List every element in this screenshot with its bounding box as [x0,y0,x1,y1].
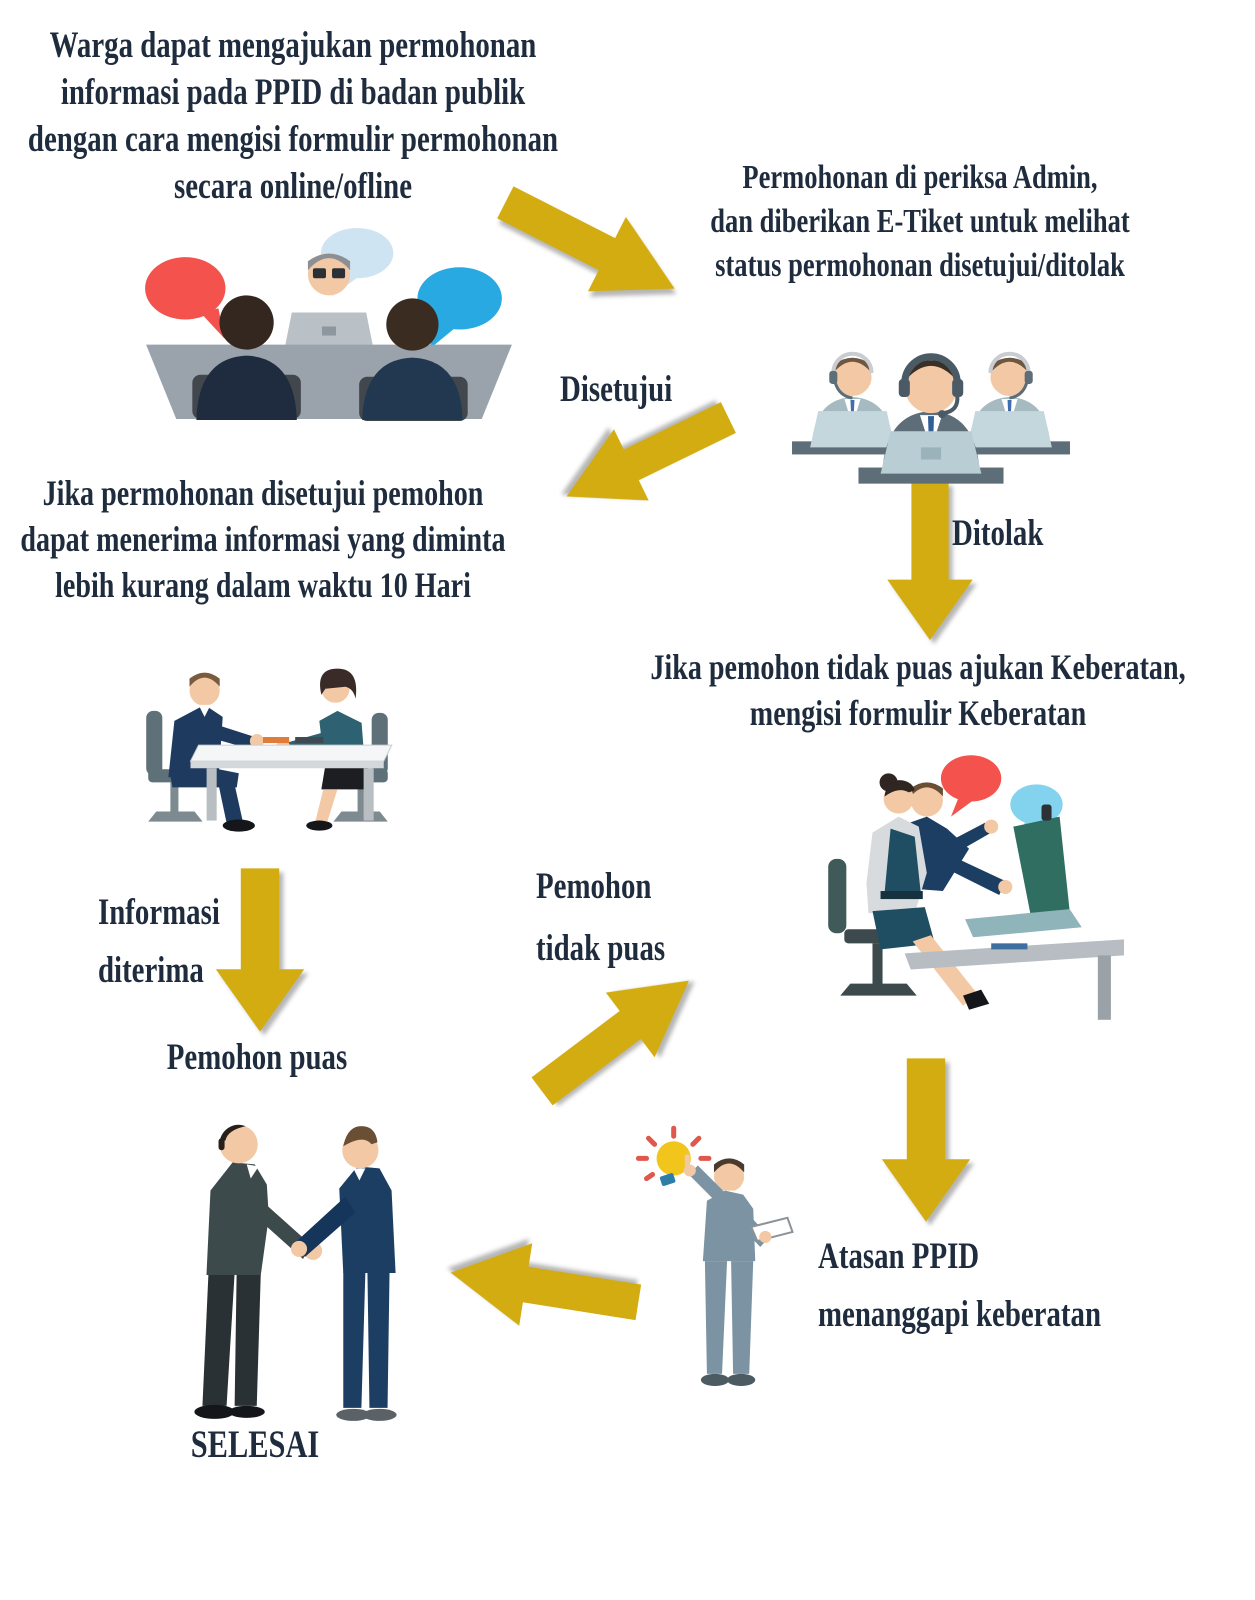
arrow-keberatan-to-atasan [881,1058,971,1222]
idea-man-illustration [635,1125,794,1386]
arrow-ditolak [887,482,973,640]
arrow-step1-to-step2 [497,186,675,292]
arrow-informasi-diterima [215,868,305,1032]
meeting-illustration [146,668,393,832]
arrow-pemohon-tidak-puas [531,980,689,1106]
label-informasi-diterima: Informasi diterima [98,892,220,991]
label-pemohon-puas: Pemohon puas [166,1037,348,1078]
objection-illustration [828,755,1124,1020]
call-center-illustration [792,351,1070,484]
label-ditolak: Ditolak [952,513,1044,554]
step3-text: Jika permohonan disetujui pemohon dapat … [20,473,506,605]
handshake-illustration [194,1124,397,1421]
arrow-disetujui [566,402,736,501]
label-selesai: SELESAI [190,1423,320,1466]
step2-text: Permohonan di periksa Admin, dan diberik… [710,159,1130,284]
arrow-atasan-to-selesai [450,1243,642,1326]
label-disetujui: Disetujui [560,369,673,410]
consultation-illustration [145,228,512,421]
label-pemohon-tidak-puas: Pemohon tidak puas [536,866,666,969]
step5-text: Atasan PPID menanggapi keberatan [818,1236,1102,1335]
step4-text: Jika pemohon tidak puas ajukan Keberatan… [650,647,1186,733]
step1-text: Warga dapat mengajukan permohonan inform… [27,25,559,207]
